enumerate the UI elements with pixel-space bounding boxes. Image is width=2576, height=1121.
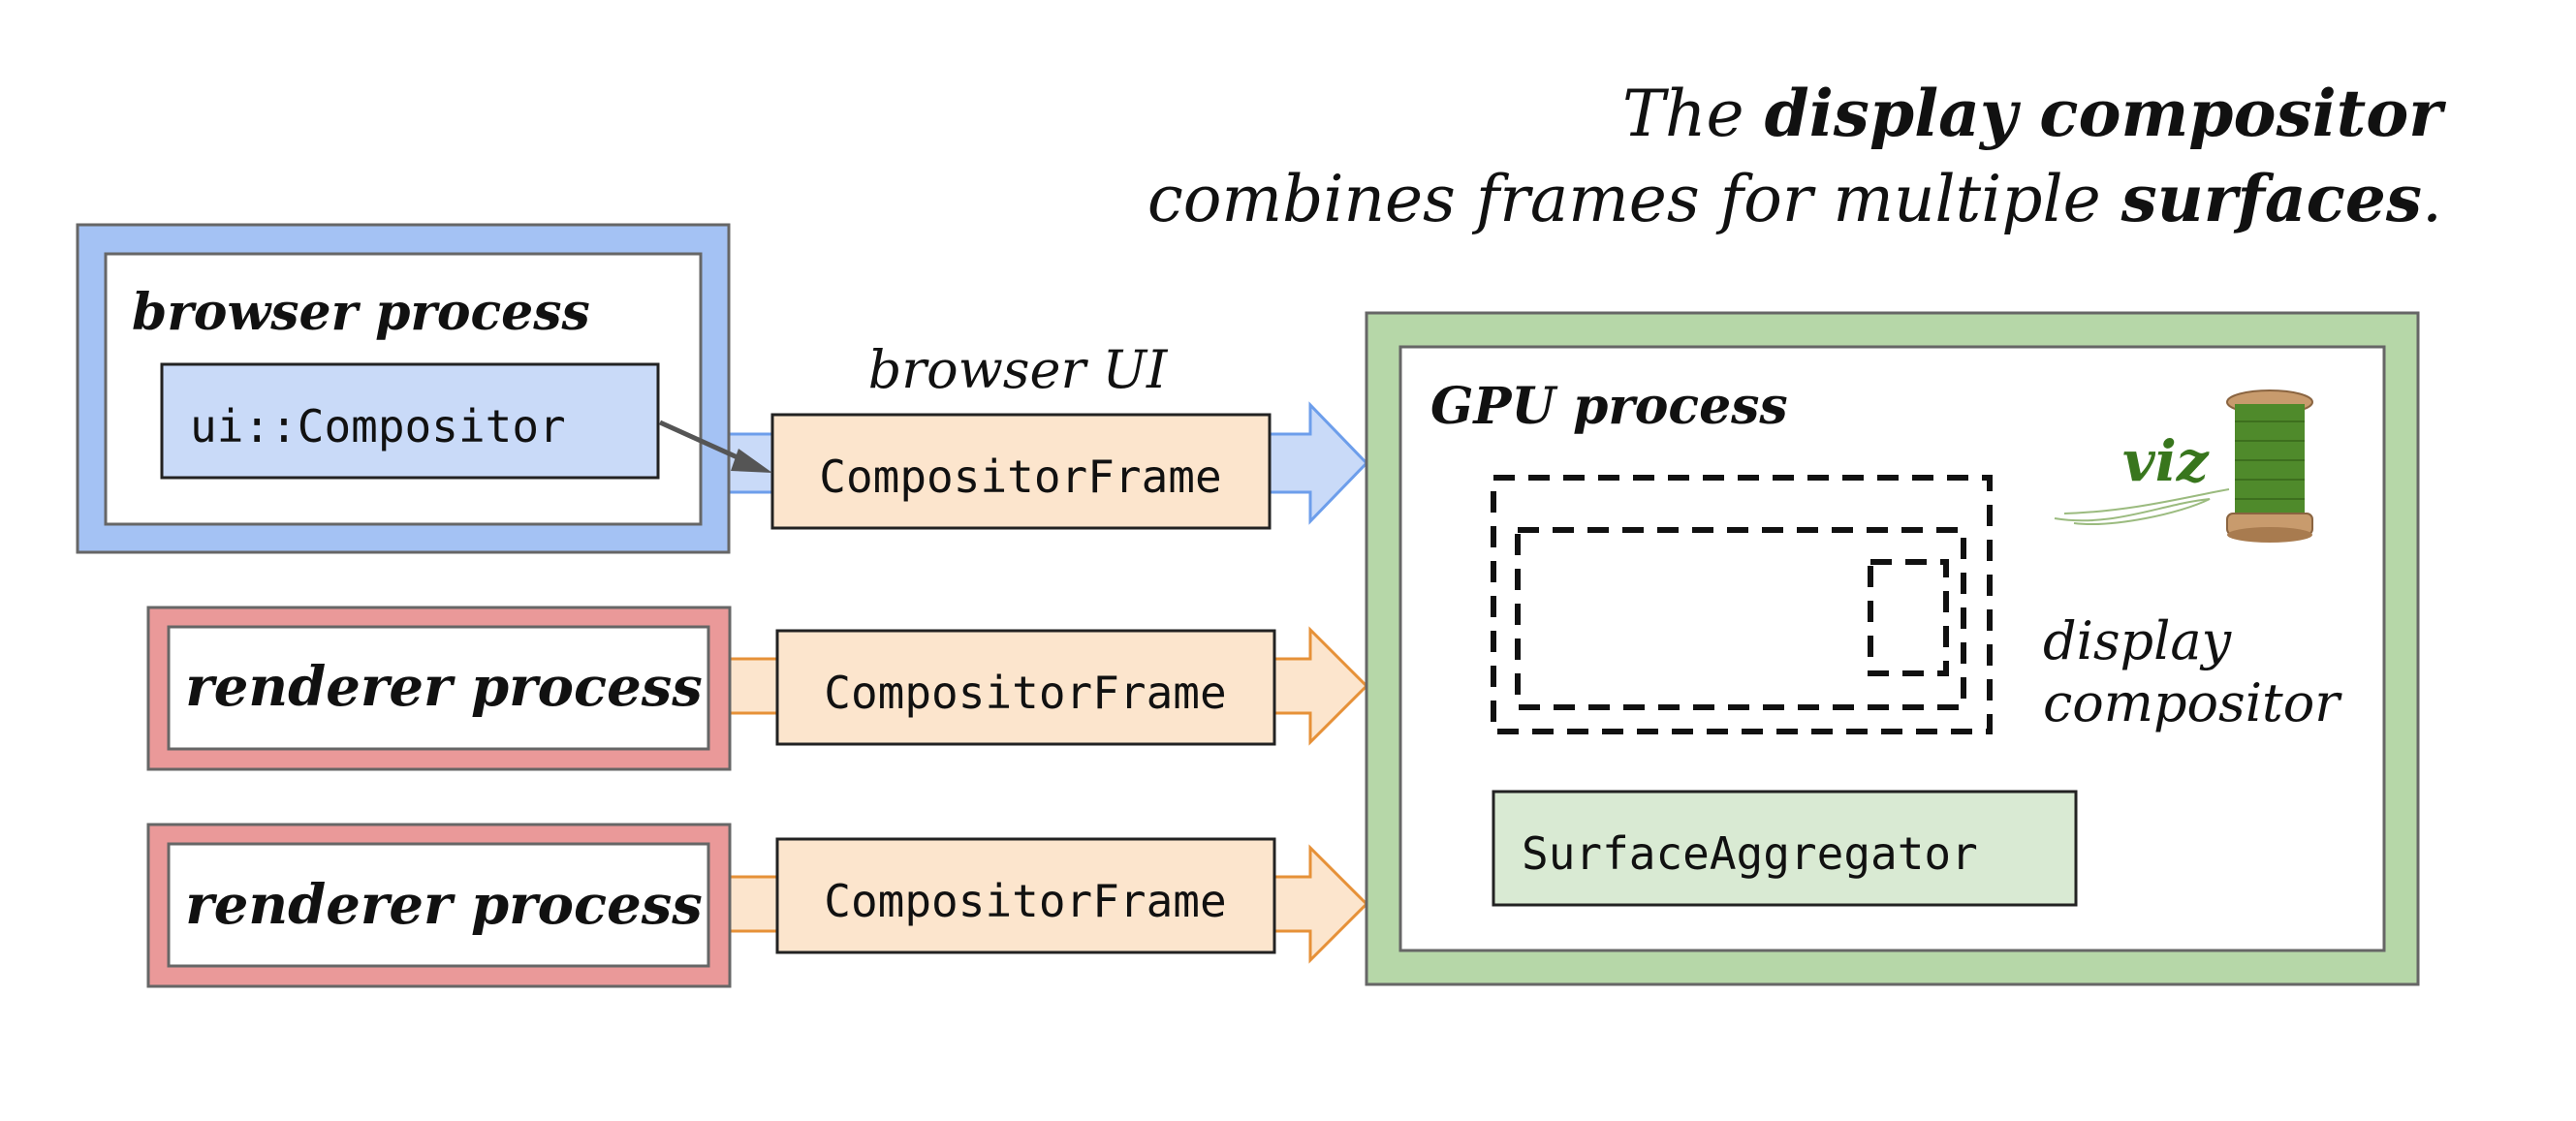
title-line-2: combines frames for multiple surfaces. <box>1147 161 2442 236</box>
viz-logo: viz <box>2054 389 2313 543</box>
viz-logo-text: viz <box>2122 428 2210 494</box>
thread-spool-icon <box>2054 389 2313 543</box>
browser-process-box: browser process ui::Compositor <box>76 223 731 554</box>
renderer-compositor-frame-1: CompositorFrame <box>775 629 1276 746</box>
gpu-process-label: GPU process <box>1430 377 1788 436</box>
browser-compositor-frame: CompositorFrame <box>770 413 1272 530</box>
surface-aggregator-label: SurfaceAggregator <box>1522 827 1978 880</box>
ui-compositor-label: ui::Compositor <box>190 400 566 452</box>
renderer-process-label-2: renderer process <box>185 873 703 937</box>
title-line-1: The display compositor <box>1622 76 2446 151</box>
browser-process-label: browser process <box>132 283 590 342</box>
renderer-process-label-1: renderer process <box>185 655 703 719</box>
surface-aggregator-box: SurfaceAggregator <box>1492 790 2078 907</box>
display-compositor-label-line2: compositor <box>2043 672 2342 733</box>
renderer-frame-label-1: CompositorFrame <box>824 667 1226 719</box>
renderer-process-box-1: renderer process <box>146 606 732 771</box>
browser-frame-label: CompositorFrame <box>819 451 1221 503</box>
middle-surface <box>1515 527 1966 710</box>
compositor-to-frame-arrow <box>658 420 772 473</box>
surface-nesting <box>1491 475 1993 734</box>
display-compositor-label-line1: display <box>2043 610 2233 671</box>
renderer-compositor-frame-2: CompositorFrame <box>775 837 1276 954</box>
inner-surface <box>1868 559 1949 676</box>
outer-surface <box>1491 475 1993 734</box>
diagram-title: The display compositor combines frames f… <box>1147 76 2446 236</box>
browser-ui-caption: browser UI <box>868 339 1169 400</box>
renderer-frame-label-2: CompositorFrame <box>824 875 1226 927</box>
ui-compositor-box <box>160 362 660 480</box>
gpu-process-box: GPU process display compositor viz <box>1365 311 2420 986</box>
renderer-process-box-2: renderer process <box>146 823 732 988</box>
